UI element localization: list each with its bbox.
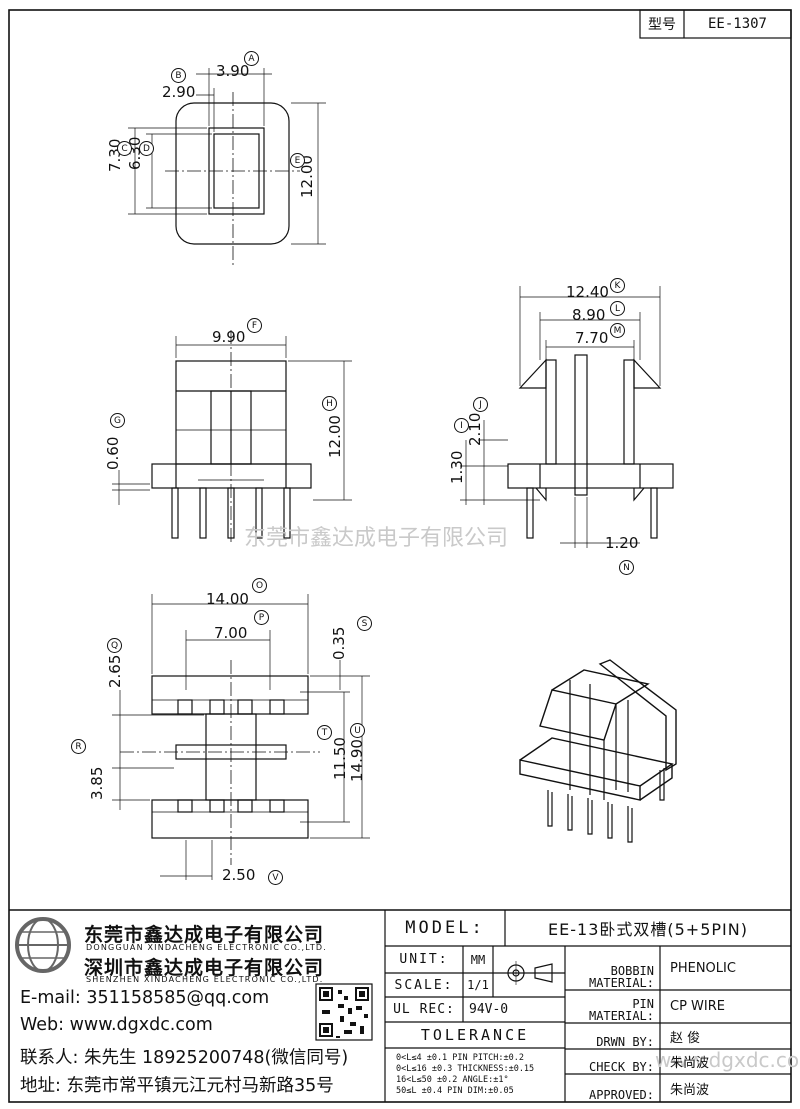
model-box-label: 型号 <box>648 17 676 33</box>
marker-j: J <box>473 397 488 412</box>
marker-r: R <box>71 739 86 754</box>
tolerance-row: 0<L≤16 ±0.3 THICKNESS:±0.15 <box>396 1064 535 1074</box>
title-unit-label: UNIT: <box>399 952 449 967</box>
tolerance-row: 50≤L ±0.4 PIN DIM:±0.05 <box>396 1086 514 1096</box>
approved-label: APPROVED: <box>588 1088 654 1103</box>
watermark-text: 东莞市鑫达成电子有限公司 <box>244 526 509 551</box>
drawn-by-label: DRWN BY: <box>596 1035 654 1050</box>
title-tolerance-label: TOLERANCE <box>420 1026 530 1044</box>
dim-t: 11.50 <box>331 737 349 780</box>
dim-q: 2.65 <box>106 654 124 688</box>
company-name-dongguan-en: DONGGUAN XINDACHENG ELECTRONIC CO.,LTD. <box>86 943 328 952</box>
contact-address: 地址: 东莞市常平镇元江元村马新路35号 <box>20 1076 334 1096</box>
bobbin-material-label: BOBBIN MATERIAL: <box>565 946 660 990</box>
tolerance-row: 16<L≤50 ±0.2 ANGLE:±1° <box>396 1075 509 1085</box>
marker-v: V <box>268 870 283 885</box>
title-ulrec-label: UL REC: <box>393 1002 455 1017</box>
pin-material-label: PIN MATERIAL: <box>565 990 660 1023</box>
marker-l: L <box>610 301 625 316</box>
dim-k: 12.40 <box>566 283 609 301</box>
watermark-url: www.dgxdc.com <box>655 1048 800 1072</box>
title-unit-value: MM <box>470 952 486 967</box>
dim-l: 8.90 <box>572 306 606 324</box>
dim-s: 0.35 <box>330 626 348 660</box>
marker-n: N <box>619 560 634 575</box>
dim-h: 12.00 <box>326 415 344 458</box>
dim-f: 9.90 <box>212 328 246 346</box>
dim-g: 0.60 <box>104 436 122 470</box>
contact-email: E-mail: 351158585@qq.com <box>20 988 270 1008</box>
tolerance-row: 0<L≤4 ±0.1 PIN PITCH:±0.2 <box>396 1053 524 1063</box>
pin-label-line2: MATERIAL: <box>588 1009 654 1024</box>
dim-p: 7.00 <box>214 624 248 642</box>
dim-j: 2.10 <box>466 412 484 446</box>
dim-v: 2.50 <box>222 866 256 884</box>
company-name-shenzhen-en: SHENZHEN XINDACHENG ELECTRONIC CO.,LTD. <box>86 975 324 984</box>
marker-b: B <box>171 68 186 83</box>
dim-r: 3.85 <box>88 766 106 800</box>
bobbin-material-value: PHENOLIC <box>670 960 736 976</box>
check-by-value: 朱尚波 <box>670 1056 710 1071</box>
pin-label-line1: PIN <box>632 996 654 1011</box>
marker-a: A <box>244 51 259 66</box>
dim-o: 14.00 <box>206 590 249 608</box>
marker-h: H <box>322 396 337 411</box>
marker-s: S <box>357 616 372 631</box>
title-scale-value: 1/1 <box>467 978 489 992</box>
pin-material-value: CP WIRE <box>670 999 725 1014</box>
bobbin-label-line2: MATERIAL: <box>588 976 654 991</box>
company-name-dongguan: 东莞市鑫达成电子有限公司 <box>84 924 325 946</box>
approved-value: 朱尚波 <box>670 1082 710 1098</box>
dim-b: 2.90 <box>162 83 196 101</box>
marker-k: K <box>610 278 625 293</box>
contact-web: Web: www.dgxdc.com <box>20 1015 213 1035</box>
marker-m: M <box>610 323 625 338</box>
marker-f: F <box>247 318 262 333</box>
dim-n: 1.20 <box>605 534 639 552</box>
title-scale-label: SCALE: <box>394 977 454 993</box>
check-by-label: CHECK BY: <box>588 1060 654 1075</box>
dim-a: 3.90 <box>216 62 250 80</box>
marker-t: T <box>317 725 332 740</box>
marker-c: C <box>117 141 132 156</box>
title-model-value: EE-13卧式双槽(5+5PIN) <box>548 920 748 939</box>
company-name-shenzhen: 深圳市鑫达成电子有限公司 <box>84 957 325 979</box>
contact-person: 联系人: 朱先生 18925200748(微信同号) <box>20 1048 349 1068</box>
marker-d: D <box>139 141 154 156</box>
dim-i: 1.30 <box>448 450 466 484</box>
marker-g: G <box>110 413 125 428</box>
dim-m: 7.70 <box>575 329 609 347</box>
bobbin-label-line1: BOBBIN <box>610 963 654 978</box>
marker-i: I <box>454 418 469 433</box>
dim-u: 14.90 <box>348 739 366 782</box>
drawn-by-value: 赵 俊 <box>670 1030 701 1046</box>
marker-q: Q <box>107 638 122 653</box>
marker-u: U <box>350 723 365 738</box>
title-model-label: MODEL: <box>405 918 485 938</box>
marker-p: P <box>254 610 269 625</box>
title-ulrec-value: 94V-0 <box>469 1002 509 1017</box>
model-box-value: EE-1307 <box>707 16 767 32</box>
marker-e: E <box>290 153 305 168</box>
marker-o: O <box>252 578 267 593</box>
